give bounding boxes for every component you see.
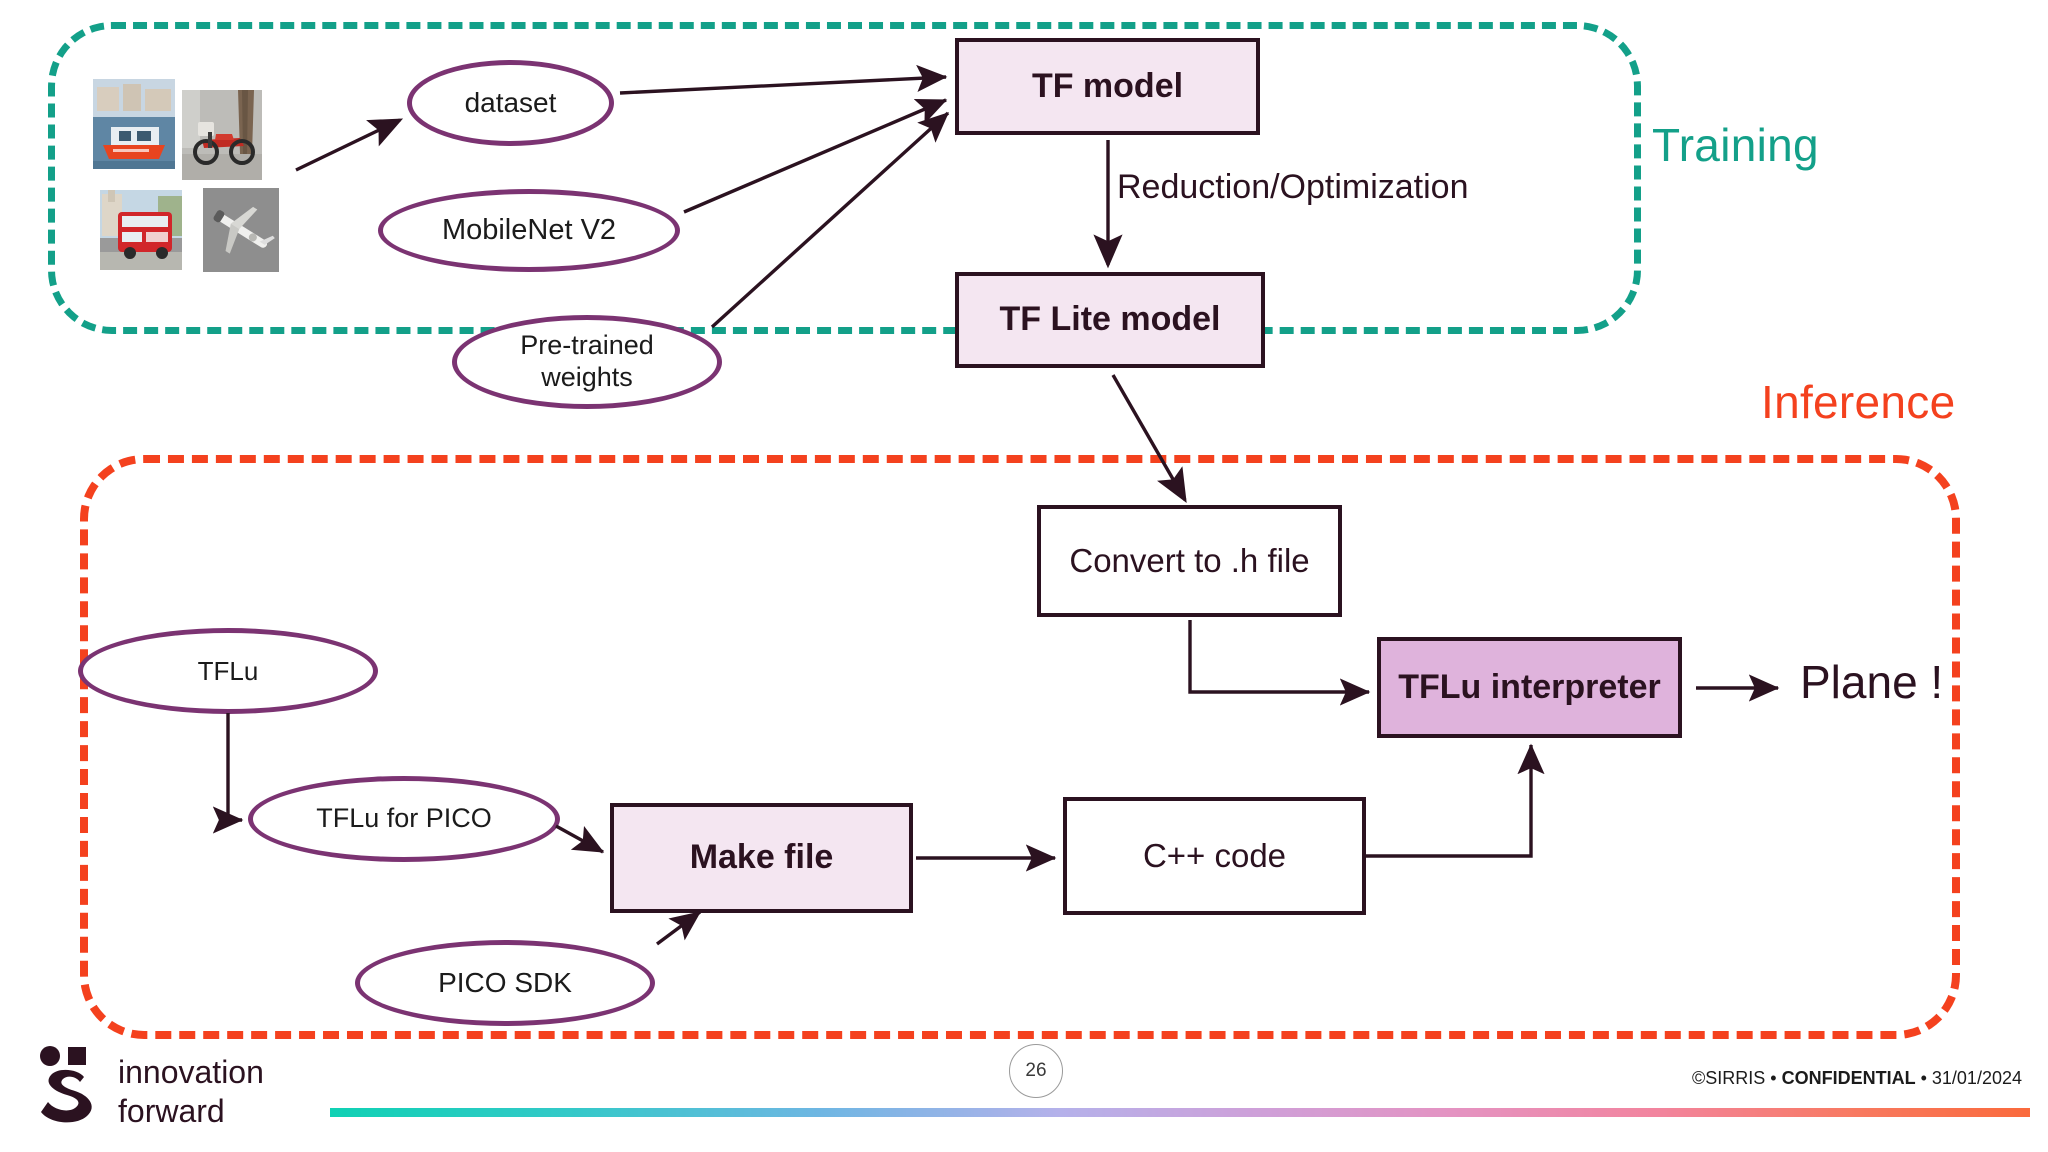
node-pretrained-weights[interactable]: Pre-trained weights xyxy=(452,315,722,409)
footer-credit-copyright: ©SIRRIS • xyxy=(1692,1068,1782,1088)
node-cpp-code-label: C++ code xyxy=(1142,837,1287,875)
node-tf-model[interactable]: TF model xyxy=(955,38,1260,135)
node-make-file[interactable]: Make file xyxy=(610,803,913,913)
node-tf-lite-model-label: TF Lite model xyxy=(999,300,1221,339)
node-dataset-label: dataset xyxy=(464,87,557,119)
node-tflu[interactable]: TFLu xyxy=(78,628,378,714)
node-convert-to-h-file-label: Convert to .h file xyxy=(1069,542,1310,580)
footer-credit-date: • 31/01/2024 xyxy=(1915,1068,2022,1088)
slide-footer: innovation forward xyxy=(0,1035,2048,1152)
inference-region-border xyxy=(80,455,1960,1039)
node-tflu-for-pico-label: TFLu for PICO xyxy=(316,803,492,834)
node-mobilenet-v2-label: MobileNet V2 xyxy=(441,214,617,247)
footer-credit-confidential: CONFIDENTIAL xyxy=(1781,1068,1916,1088)
boat-thumbnail xyxy=(93,79,175,169)
node-pico-sdk-label: PICO SDK xyxy=(438,967,572,999)
footer-gradient-bar xyxy=(330,1108,2030,1117)
node-tf-lite-model[interactable]: TF Lite model xyxy=(955,272,1265,368)
node-tflu-interpreter-label: TFLu interpreter xyxy=(1398,667,1661,706)
plane-thumbnail xyxy=(203,188,279,272)
edge-label-reduction-optimization: Reduction/Optimization xyxy=(1117,168,1469,206)
training-region-label: Training xyxy=(1652,119,1819,171)
result-label-plane: Plane ! xyxy=(1800,656,1944,708)
node-pico-sdk[interactable]: PICO SDK xyxy=(355,940,655,1026)
node-tflu-label: TFLu xyxy=(197,655,259,686)
inference-region-label: Inference xyxy=(1761,376,1956,428)
node-make-file-label: Make file xyxy=(689,838,834,877)
sirris-logo-icon xyxy=(38,1045,106,1127)
node-mobilenet-v2[interactable]: MobileNet V2 xyxy=(378,189,680,272)
node-pretrained-weights-label: Pre-trained weights xyxy=(520,330,654,392)
footer-credit: ©SIRRIS • CONFIDENTIAL • 31/01/2024 xyxy=(1692,1068,2022,1089)
page-number-badge: 26 xyxy=(1009,1044,1063,1098)
logo-tagline: innovation forward xyxy=(118,1054,264,1130)
node-tflu-interpreter[interactable]: TFLu interpreter xyxy=(1377,637,1682,738)
node-tflu-for-pico[interactable]: TFLu for PICO xyxy=(248,776,560,862)
node-tf-model-label: TF model xyxy=(1031,66,1184,105)
node-dataset[interactable]: dataset xyxy=(407,60,614,146)
bus-thumbnail xyxy=(100,190,182,270)
motorcycle-thumbnail xyxy=(182,90,262,180)
training-region-border xyxy=(48,22,1641,334)
node-convert-to-h-file[interactable]: Convert to .h file xyxy=(1037,505,1342,617)
node-cpp-code[interactable]: C++ code xyxy=(1063,797,1366,915)
